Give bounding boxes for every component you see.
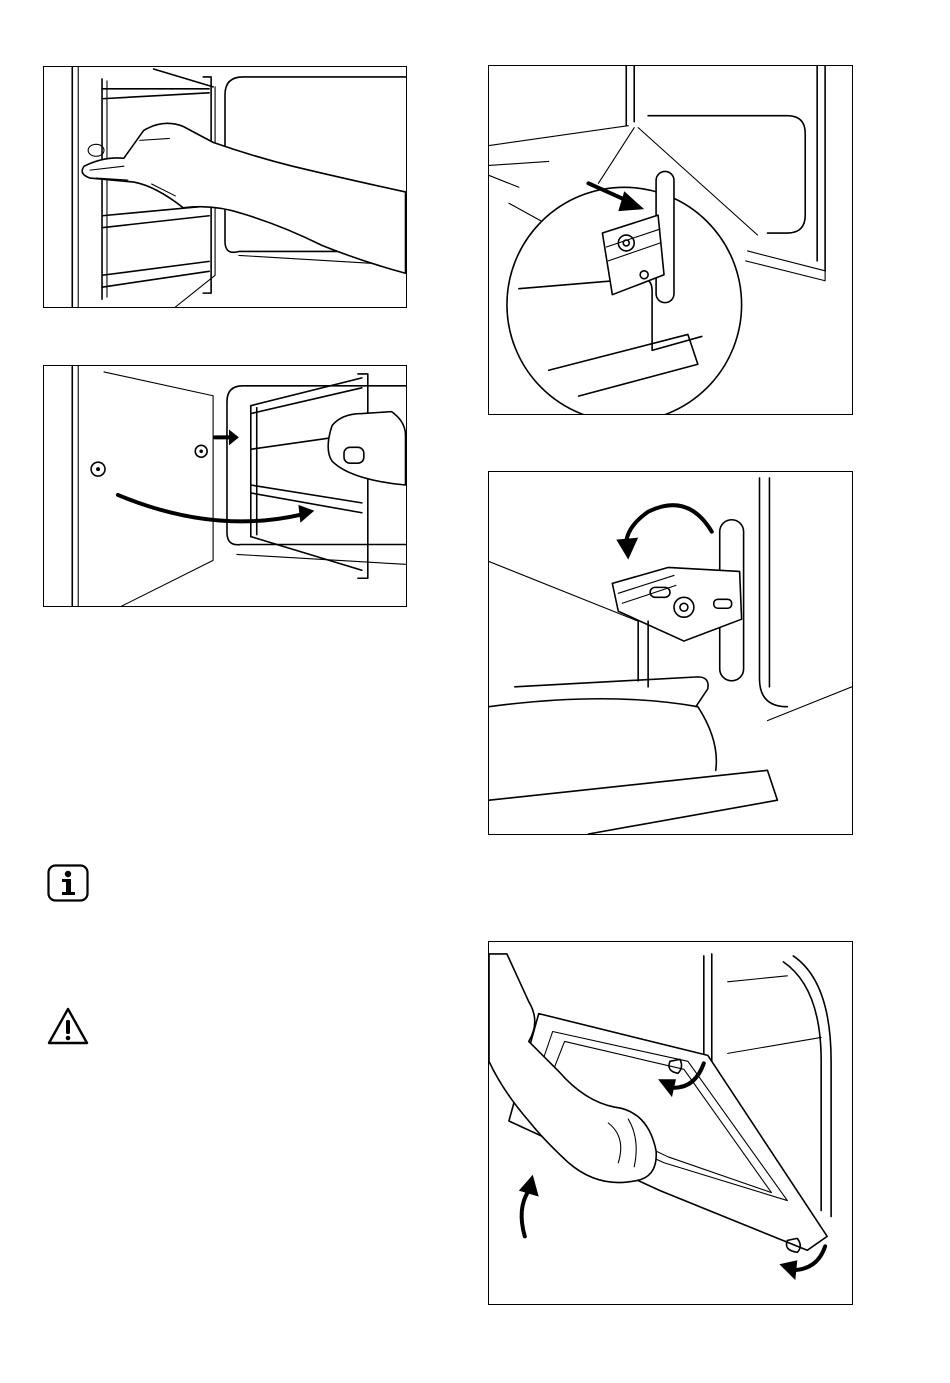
illustration-hinge-lever-rotate <box>489 472 852 834</box>
illustration-shelf-support-swing-out <box>44 366 406 606</box>
warning-triangle-icon <box>46 1006 90 1046</box>
illustration-lift-oven-door <box>489 942 852 1304</box>
figure-remove-shelf-support-swing <box>43 365 407 607</box>
illustration-hand-gripping-shelf-support <box>44 67 406 307</box>
figure-door-hinge-lever-rotate <box>488 471 853 835</box>
figure-door-hinge-lever-detail <box>488 65 853 415</box>
info-icon <box>47 864 89 902</box>
illustration-hinge-lever-detail <box>489 66 852 414</box>
figure-lift-oven-door <box>488 941 853 1305</box>
figure-remove-shelf-support-grip <box>43 66 407 308</box>
